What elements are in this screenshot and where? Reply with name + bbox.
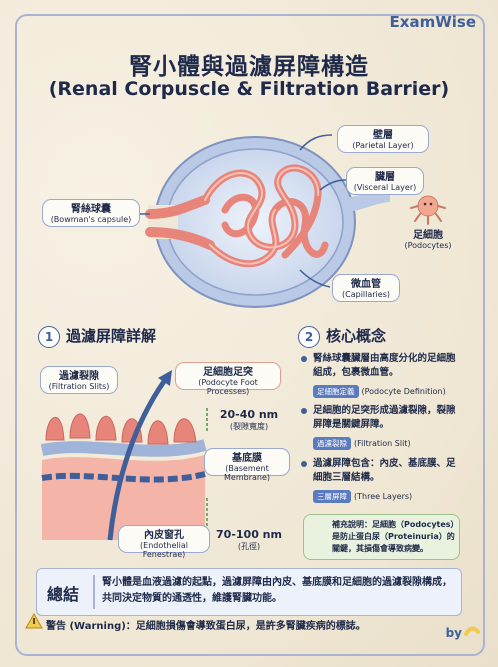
label-bowman-capsule: 腎絲球囊 (Bowman's capsule) <box>42 199 140 227</box>
blood-layer <box>42 455 205 540</box>
label-capillaries: 微血管 (Capillaries) <box>332 274 400 302</box>
label-capillaries-zh: 微血管 <box>351 279 381 290</box>
label-basement-membrane: 基底膜 (Basement Membrane) <box>204 448 290 482</box>
concept-tag-3-label: 三層屏障 <box>313 490 351 503</box>
filtration-barrier-illustration <box>40 370 208 541</box>
supplement-note: 補充說明：足細胞（Podocytes）是防止蛋白尿（Proteinuria）的關… <box>303 514 460 560</box>
label-basement-zh: 基底膜 <box>232 453 262 464</box>
filtration-arrowhead <box>158 370 172 386</box>
bullet-dot <box>301 408 307 414</box>
summary-box: 總結 腎小體是血液過濾的起點，過濾屏障由內皮、基底膜和足細胞的過濾裂隙構成，共同… <box>36 568 462 616</box>
section1-number: 1 <box>38 326 60 348</box>
proximal-tubule <box>342 188 391 212</box>
size-fenestrae-note: (孔徑) <box>237 542 261 551</box>
label-foot-processes: 足細胞足突 (Podocyte Foot Processes) <box>175 362 281 396</box>
section2-header: 2 核心概念 <box>298 325 386 348</box>
label-podocytes: 足細胞 (Podocytes) <box>398 226 458 250</box>
by-logo-icon <box>464 626 480 636</box>
bullet-dot <box>301 356 307 362</box>
warning-text: 警告 (Warning)：足細胞損傷會導致蛋白尿，是許多腎臟疾病的標誌。 <box>46 621 366 632</box>
label-visceral-zh: 臟層 <box>375 172 395 183</box>
label-podocytes-zh: 足細胞 <box>413 230 443 241</box>
concept-tag-2-en: (Filtration Slit) <box>354 439 411 448</box>
concept-tag-1: 足細胞定義(Podocyte Definition) <box>313 385 446 398</box>
label-visceral-en: (Visceral Layer) <box>353 183 417 192</box>
label-basement-en: (Basement Membrane) <box>224 464 270 482</box>
label-visceral-layer: 臟層 (Visceral Layer) <box>346 167 424 195</box>
section1-heading: 過濾屏障詳解 <box>66 327 157 345</box>
label-filtration-slits: 過濾裂隙 (Filtration Slits) <box>40 366 118 394</box>
label-bowman-en: (Bowman's capsule) <box>50 215 132 224</box>
concept-bullet-1-text: 腎絲球囊臟層由高度分化的足細胞組成，包裹微血管。 <box>313 353 456 378</box>
supplement-note-text: 補充說明：足細胞（Podocytes）是防止蛋白尿（Proteinuria）的關… <box>332 520 455 553</box>
concept-bullet-3: 過濾屏障包含：內皮、基底膜、足細胞三層結構。 <box>301 457 463 485</box>
size-slit-width: 20-40 nm (裂隙寬度) <box>214 408 284 432</box>
label-slits-en: (Filtration Slits) <box>48 382 110 391</box>
concept-tag-1-en: (Podocyte Definition) <box>361 387 446 396</box>
section2-heading: 核心概念 <box>326 327 387 345</box>
podocyte-icon <box>410 195 446 225</box>
concept-bullet-2: 足細胞的足突形成過濾裂隙，裂隙屏障是關鍵屏障。 <box>301 404 463 432</box>
concept-tag-3-en: (Three Layers) <box>354 492 413 501</box>
size-slit-value: 20-40 nm <box>219 408 279 421</box>
label-bowman-zh: 腎絲球囊 <box>71 204 111 215</box>
arrow-visceral <box>319 179 347 191</box>
label-capillaries-en: (Capillaries) <box>342 290 390 299</box>
glomerulus-highlights <box>204 166 320 265</box>
filtration-arrow <box>107 378 168 541</box>
by-credit: by <box>445 626 462 640</box>
concept-bullet-1: 腎絲球囊臟層由高度分化的足細胞組成，包裹微血管。 <box>301 352 463 380</box>
concept-tag-2-label: 過濾裂隙 <box>313 437 351 450</box>
label-slits-zh: 過濾裂隙 <box>59 371 99 382</box>
label-endothelial-fenestrae: 內皮窗孔 (Endothelial Fenestrae) <box>118 525 210 559</box>
size-fenestrae-value: 70-100 nm <box>216 528 282 541</box>
foot-processes <box>45 413 197 445</box>
label-endothelial-zh: 內皮窗孔 <box>144 530 184 541</box>
pointer-arrows <box>140 134 347 288</box>
section1-header: 1 過濾屏障詳解 <box>38 325 156 348</box>
size-slit-note: (裂隙寬度) <box>229 422 269 431</box>
summary-divider <box>93 575 95 609</box>
bullet-dot <box>301 461 307 467</box>
label-foot-en: (Podocyte Foot Processes) <box>198 378 258 396</box>
concept-bullet-3-text: 過濾屏障包含：內皮、基底膜、足細胞三層結構。 <box>313 458 456 483</box>
arrow-parietal <box>299 134 333 151</box>
label-parietal-layer: 壁層 (Parietal Layer) <box>337 125 429 153</box>
label-parietal-zh: 壁層 <box>373 130 393 141</box>
arrow-capillaries <box>299 269 331 288</box>
concept-tag-1-label: 足細胞定義 <box>313 385 359 398</box>
summary-text: 腎小體是血液過濾的起點，過濾屏障由內皮、基底膜和足細胞的過濾裂隙構成，共同決定物… <box>102 577 452 604</box>
warning-icon <box>25 612 43 629</box>
label-podocytes-en: (Podocytes) <box>404 241 452 250</box>
concept-bullet-2-text: 足細胞的足突形成過濾裂隙，裂隙屏障是關鍵屏障。 <box>313 405 456 430</box>
concept-tag-2: 過濾裂隙(Filtration Slit) <box>313 437 411 450</box>
page-subtitle: (Renal Corpuscle & Filtration Barrier) <box>48 78 450 100</box>
summary-key: 總結 <box>47 585 80 604</box>
brand-logo[interactable]: ExamWise <box>389 13 476 31</box>
size-fenestrae: 70-100 nm (孔徑) <box>214 528 284 552</box>
label-parietal-en: (Parietal Layer) <box>352 141 414 150</box>
page-title: 腎小體與過濾屏障構造 <box>129 54 369 80</box>
label-endothelial-en: (Endothelial Fenestrae) <box>140 541 188 559</box>
efferent-arteriole <box>145 227 215 250</box>
page-frame <box>15 14 485 656</box>
afferent-arteriole <box>145 195 210 219</box>
section2-number: 2 <box>298 326 320 348</box>
basement-membrane-layer <box>40 439 207 457</box>
label-foot-zh: 足細胞足突 <box>203 367 253 378</box>
concept-tag-3: 三層屏障(Three Layers) <box>313 490 412 503</box>
